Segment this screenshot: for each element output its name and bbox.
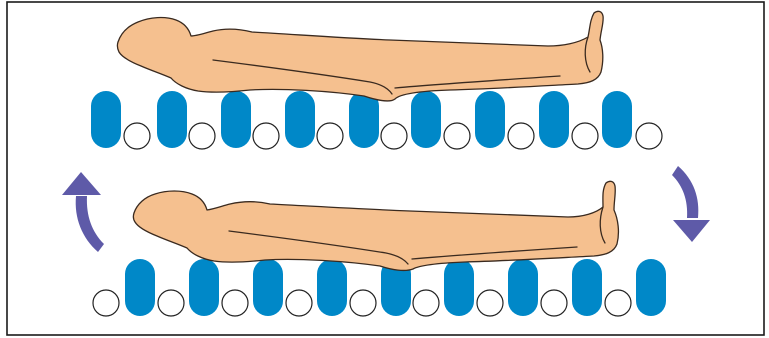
- deflated-cell: [572, 123, 598, 149]
- inflated-cell: [444, 259, 474, 316]
- bottom-mattress: [93, 259, 666, 316]
- inflated-cell: [539, 91, 569, 148]
- deflated-cell: [158, 290, 184, 316]
- inflated-cell: [636, 259, 666, 316]
- inflated-cell: [189, 259, 219, 316]
- deflated-cell: [317, 123, 343, 149]
- arrow-left-head: [62, 172, 101, 195]
- inflated-cell: [91, 91, 121, 148]
- arrow-left-shaft: [76, 196, 104, 252]
- deflated-cell: [636, 123, 662, 149]
- inflated-cell: [253, 259, 283, 316]
- inflated-cell: [157, 91, 187, 148]
- deflated-cell: [93, 290, 119, 316]
- deflated-cell: [189, 123, 215, 149]
- arrow-right-shaft: [672, 166, 698, 218]
- deflated-cell: [286, 290, 312, 316]
- inflated-cell: [221, 91, 251, 148]
- deflated-cell: [413, 290, 439, 316]
- deflated-cell: [381, 123, 407, 149]
- inflated-cell: [125, 259, 155, 316]
- deflated-cell: [508, 123, 534, 149]
- patient-body-silhouette: [133, 181, 618, 270]
- top-deflated-cells: [124, 123, 662, 149]
- deflated-cell: [444, 123, 470, 149]
- deflated-cell: [605, 290, 631, 316]
- curved-arrow-up-icon: [62, 172, 104, 252]
- inflated-cell: [602, 91, 632, 148]
- top-patient-body: [117, 11, 603, 101]
- bottom-patient-body: [133, 181, 618, 270]
- deflated-cell: [350, 290, 376, 316]
- deflated-cell: [477, 290, 503, 316]
- deflated-cell: [253, 123, 279, 149]
- inflated-cell: [317, 259, 347, 316]
- inflated-cell: [572, 259, 602, 316]
- bottom-deflated-cells: [93, 290, 631, 316]
- deflated-cell: [124, 123, 150, 149]
- arrow-right-head: [673, 220, 710, 242]
- inflated-cell: [508, 259, 538, 316]
- deflated-cell: [222, 290, 248, 316]
- inflated-cell: [411, 91, 441, 148]
- curved-arrow-down-icon: [672, 166, 710, 242]
- deflated-cell: [541, 290, 567, 316]
- inflated-cell: [285, 91, 315, 148]
- inflated-cell: [475, 91, 505, 148]
- patient-body-silhouette: [117, 11, 603, 101]
- top-inflated-cells: [91, 91, 632, 148]
